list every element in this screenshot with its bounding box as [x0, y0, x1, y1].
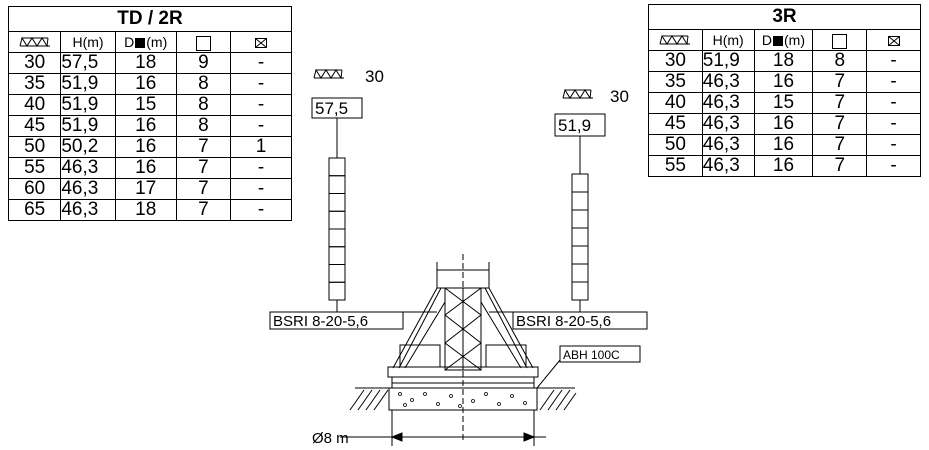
distance-cell: 16: [114, 115, 177, 137]
mast-section: [571, 209, 589, 229]
jib-length-header: [648, 29, 703, 51]
left-base-label: BSRI 8-20-5,6: [273, 313, 368, 330]
ballast-cell: -: [230, 199, 292, 221]
distance-cell: 16: [753, 113, 814, 135]
ballast-cell: -: [866, 155, 921, 177]
right-jib-icon: [562, 88, 593, 99]
distance-cell: 16: [753, 155, 814, 177]
sections-cell: 7: [812, 155, 868, 177]
tower-base: [340, 254, 577, 446]
square-icon: [135, 38, 146, 49]
anchor-label-box: [559, 345, 641, 363]
anchor-label: ABH 100C: [563, 348, 620, 362]
distance-cell: 15: [753, 92, 814, 114]
jib-truss-icon: [659, 34, 691, 45]
mast-section: [328, 281, 346, 301]
mast-section: [571, 191, 589, 211]
distance-label: D: [124, 34, 135, 50]
jib-length-cell: 35: [648, 71, 703, 93]
mast-section: [571, 173, 589, 193]
table-header-row: H(m) D (m): [7, 31, 292, 53]
sections-cell: 7: [175, 199, 232, 221]
ballast-cell: -: [866, 113, 921, 135]
height-cell: 50,2: [60, 136, 116, 158]
left-jib-length: 30: [365, 67, 384, 86]
jib-length-cell: 60: [7, 178, 62, 200]
mast-section: [328, 157, 346, 177]
jib-length-cell: 35: [7, 73, 62, 95]
height-cell: 51,9: [60, 94, 116, 116]
mast-section-icon: [832, 33, 848, 49]
jib-length-cell: 55: [648, 155, 703, 177]
mast-section: [571, 281, 589, 301]
ballast-icon: [255, 38, 268, 49]
height-cell: 46,3: [701, 71, 755, 93]
height-header: H(m): [60, 31, 116, 53]
square-icon: [773, 36, 784, 47]
distance-unit: (m): [146, 34, 168, 50]
left-jib-icon: [313, 68, 344, 79]
jib-length-cell: 50: [648, 134, 703, 156]
mast-section: [571, 227, 589, 247]
diameter-label: Ø8 m: [312, 430, 349, 447]
mast-section: [328, 210, 346, 230]
mast-section-icon: [195, 35, 211, 51]
height-cell: 46,3: [701, 92, 755, 114]
distance-label: D: [761, 32, 773, 48]
distance-cell: 15: [114, 94, 177, 116]
right-base-label: BSRI 8-20-5,6: [516, 313, 611, 330]
left-mast-height: 57,5: [315, 99, 348, 118]
height-cell: 46,3: [60, 157, 116, 179]
right-mast-height: 51,9: [558, 116, 591, 135]
mast-section: [328, 175, 346, 194]
left-base-label-box: [269, 311, 404, 330]
mast-section: [328, 193, 346, 212]
height-cell: 51,9: [60, 73, 116, 95]
mast-section: [328, 246, 346, 265]
distance-cell: 16: [114, 73, 177, 95]
ballast-icon: [887, 36, 900, 47]
height-cell: 46,3: [701, 134, 755, 156]
mast-section: [328, 264, 346, 283]
height-cell: 46,3: [60, 199, 116, 221]
mast-section: [328, 228, 346, 248]
jib-length-cell: 65: [7, 199, 62, 221]
mast-section: [571, 263, 589, 283]
table-title: TD / 2R: [8, 6, 292, 32]
distance-unit: (m): [784, 32, 806, 48]
right-base-label-box: [512, 311, 648, 330]
mast-section: [571, 245, 589, 265]
distance-cell: 16: [114, 157, 177, 179]
right-jib-length: 30: [610, 87, 629, 106]
left-mast: [311, 68, 363, 312]
jib-truss-icon: [19, 36, 50, 47]
height-cell: 46,3: [701, 155, 755, 177]
right-mast: [554, 88, 606, 312]
jib-length-cell: 55: [7, 157, 62, 179]
jib-length-cell: 40: [648, 92, 703, 114]
